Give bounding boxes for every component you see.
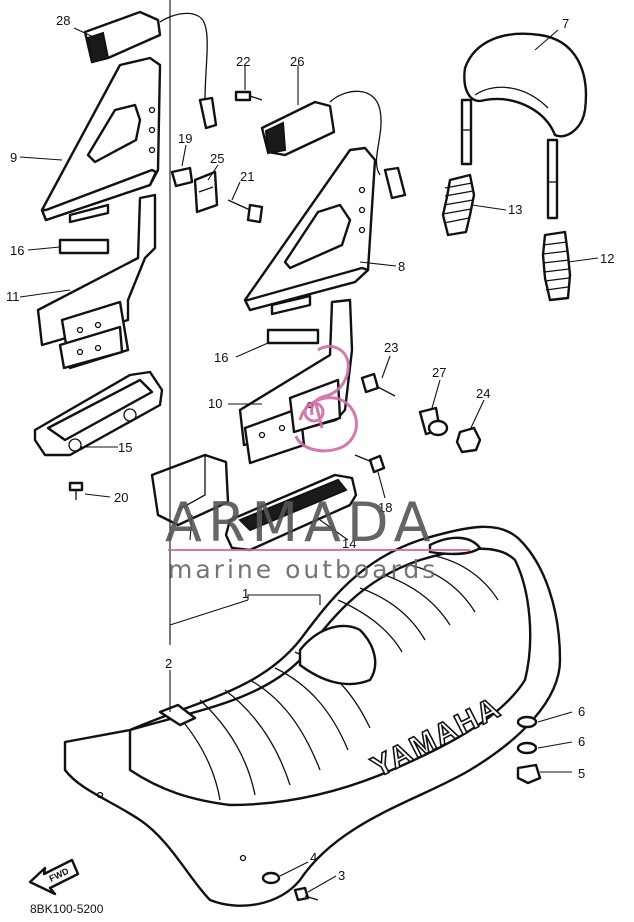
callout-8: 8 — [398, 259, 405, 274]
bracket-25 — [193, 170, 219, 214]
collar-18 — [170, 166, 194, 188]
cushion-14 — [224, 473, 358, 552]
callout-1: 1 — [242, 586, 249, 601]
callout-2: 2 — [165, 656, 172, 671]
callout-6-top: 6 — [578, 704, 585, 719]
callout-15: 15 — [118, 440, 132, 455]
callout-24: 22 — [236, 54, 250, 69]
watermark-subtitle: marine outboards — [168, 555, 438, 584]
callout-17: 18 — [378, 500, 392, 515]
bolt-20 — [68, 481, 84, 500]
callout-10: 10 — [208, 396, 222, 411]
callout-12: 12 — [600, 251, 614, 266]
screw-24 — [234, 90, 263, 102]
callout-18: 19 — [178, 131, 192, 146]
callout-19: 21 — [240, 169, 254, 184]
backrest-7 — [460, 32, 588, 220]
callout-16-center: 16 — [214, 350, 228, 365]
part-code: 8BK100-5200 — [30, 902, 104, 916]
callout-7: 7 — [562, 16, 569, 31]
washer-6a — [516, 715, 538, 729]
callout-9: 9 — [10, 150, 17, 165]
callout-20: 20 — [114, 490, 128, 505]
screw-3 — [293, 886, 319, 902]
plate-16-center — [266, 328, 320, 345]
callout-25: 25 — [210, 151, 224, 166]
callout-5: 5 — [578, 766, 585, 781]
callout-11: 11 — [6, 289, 20, 304]
watermark-title: ARMADA — [165, 491, 437, 554]
spacer-23 — [418, 406, 449, 437]
bracket-8 — [243, 146, 377, 316]
callout-labels: 28 7 22 26 9 19 25 21 13 16 8 12 11 16 2… — [6, 13, 614, 883]
screw-17 — [354, 454, 386, 474]
callout-22: 24 — [476, 386, 490, 401]
callout-27: 28 — [56, 13, 70, 28]
bracket-11 — [36, 193, 157, 370]
switch-27 — [83, 10, 218, 130]
cushion-15 — [33, 370, 164, 457]
bracket-9 — [40, 56, 162, 224]
callout-26: 26 — [290, 54, 304, 69]
seat-assembly: YAMAHA — [63, 525, 562, 907]
washer-4 — [261, 871, 281, 885]
callout-21: 23 — [384, 340, 398, 355]
watermark: ARMADA marine outboards — [165, 345, 470, 584]
callout-6-bottom: 6 — [578, 734, 585, 749]
fwd-arrow-icon: FWD — [28, 858, 80, 896]
bolt-21 — [360, 372, 396, 397]
callout-13: 13 — [508, 202, 522, 217]
washer-6b — [516, 741, 538, 755]
nut-22 — [455, 426, 482, 454]
nut-5 — [516, 763, 542, 785]
callout-4: 4 — [310, 850, 317, 865]
callout-14: 14 — [342, 536, 356, 551]
cover-28 — [150, 453, 230, 527]
callout-3: 3 — [338, 868, 345, 883]
post-boot-13 — [441, 173, 476, 237]
leader-lines — [19, 0, 599, 893]
watermark-logo-icon — [294, 345, 358, 453]
callout-16-left: 16 — [10, 243, 24, 258]
switch-26 — [260, 90, 407, 200]
plate-16-left — [58, 238, 110, 255]
bolt-19 — [227, 199, 264, 224]
post-boot-12 — [541, 230, 572, 302]
callout-23: 27 — [432, 365, 446, 380]
